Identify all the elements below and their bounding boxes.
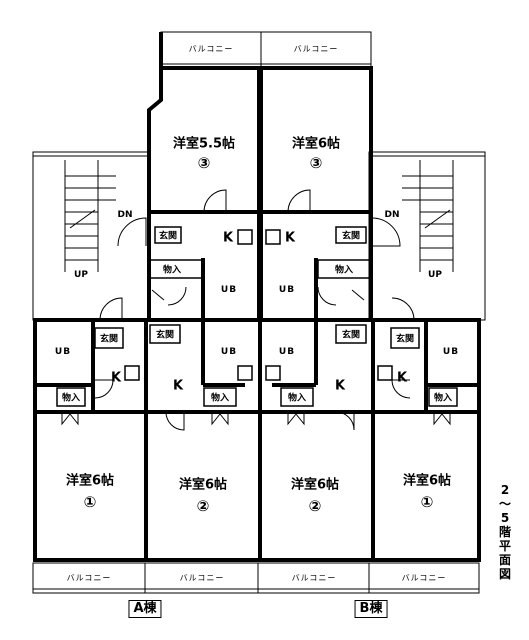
room-bottom-4-number: ① — [420, 493, 434, 511]
room-bottom-2-label: 洋室6帖 — [178, 477, 228, 493]
genkan-unit-4: 玄関 — [395, 334, 415, 345]
balcony-label-bottom-2: バルコニー — [179, 573, 225, 583]
building-b-label: B棟 — [354, 600, 388, 618]
stairs-up-right: UP — [428, 270, 442, 280]
kitchen-unit-4: K — [396, 370, 408, 386]
stairs-dn-right: DN — [384, 210, 400, 220]
storage-top-left: 物入 — [162, 265, 182, 276]
stairs-up-left: UP — [74, 270, 88, 280]
balcony-label-bottom-1: バルコニー — [66, 573, 112, 583]
floor-plan-title: 2 〜 5 階 平 面 図 — [498, 483, 512, 581]
storage-unit-3: 物入 — [287, 393, 307, 404]
genkan-unit-1: 玄関 — [99, 334, 119, 345]
ub-core-top-left: UB — [220, 285, 238, 295]
floor-label-char: 面 — [498, 553, 511, 567]
room-top-left-label: 洋室5.5帖 — [172, 136, 236, 152]
balcony-label-top-left: バルコニー — [188, 44, 234, 54]
balcony-label-top-right: バルコニー — [293, 44, 339, 54]
ub-unit-2: UB — [220, 347, 238, 357]
floor-label-char: 階 — [498, 525, 511, 539]
room-bottom-3-label: 洋室6帖 — [290, 477, 340, 493]
floor-label-char: 〜 — [498, 497, 511, 511]
kitchen-unit-3: K — [334, 378, 346, 394]
room-bottom-2-number: ② — [196, 497, 210, 515]
ub-unit-4: UB — [442, 347, 460, 357]
stairs-right — [402, 160, 454, 272]
unit-1-walls — [33, 318, 148, 562]
kitchen-top-right: K — [284, 230, 296, 246]
room-top-right-label: 洋室6帖 — [291, 136, 341, 152]
building-a-label: A棟 — [128, 600, 162, 618]
kitchen-unit-2: K — [172, 378, 184, 394]
ub-unit-1: UB — [54, 347, 72, 357]
stairs-dn-left: DN — [117, 210, 133, 220]
room-top-left-number: ③ — [197, 154, 211, 172]
room-bottom-3-number: ② — [308, 497, 322, 515]
genkan-unit-3: 玄関 — [341, 330, 361, 341]
genkan-top-left: 玄関 — [158, 231, 178, 242]
storage-unit-2: 物入 — [210, 393, 230, 404]
room-bottom-1-label: 洋室6帖 — [65, 473, 115, 489]
kitchen-top-left: K — [222, 230, 234, 246]
storage-unit-4: 物入 — [433, 393, 453, 404]
room-bottom-1-number: ① — [83, 493, 97, 511]
ub-core-top-right: UB — [278, 285, 296, 295]
room-top-right-number: ③ — [309, 154, 323, 172]
floor-label-char: 平 — [498, 539, 511, 553]
floor-label-char: 2 — [500, 483, 510, 497]
genkan-unit-2: 玄関 — [155, 330, 175, 341]
stairs-left — [64, 160, 116, 272]
kitchen-unit-1: K — [110, 370, 122, 386]
balcony-label-bottom-3: バルコニー — [291, 573, 337, 583]
storage-top-right: 物入 — [334, 265, 354, 276]
room-bottom-4-label: 洋室6帖 — [402, 473, 452, 489]
bottom-balcony-outline — [32, 562, 480, 594]
storage-unit-1: 物入 — [61, 393, 81, 404]
floor-label-char: 5 — [500, 511, 510, 525]
balcony-label-bottom-4: バルコニー — [401, 573, 447, 583]
ub-unit-3: UB — [278, 347, 296, 357]
floor-label-char: 図 — [498, 567, 511, 581]
genkan-top-right: 玄関 — [341, 231, 361, 242]
